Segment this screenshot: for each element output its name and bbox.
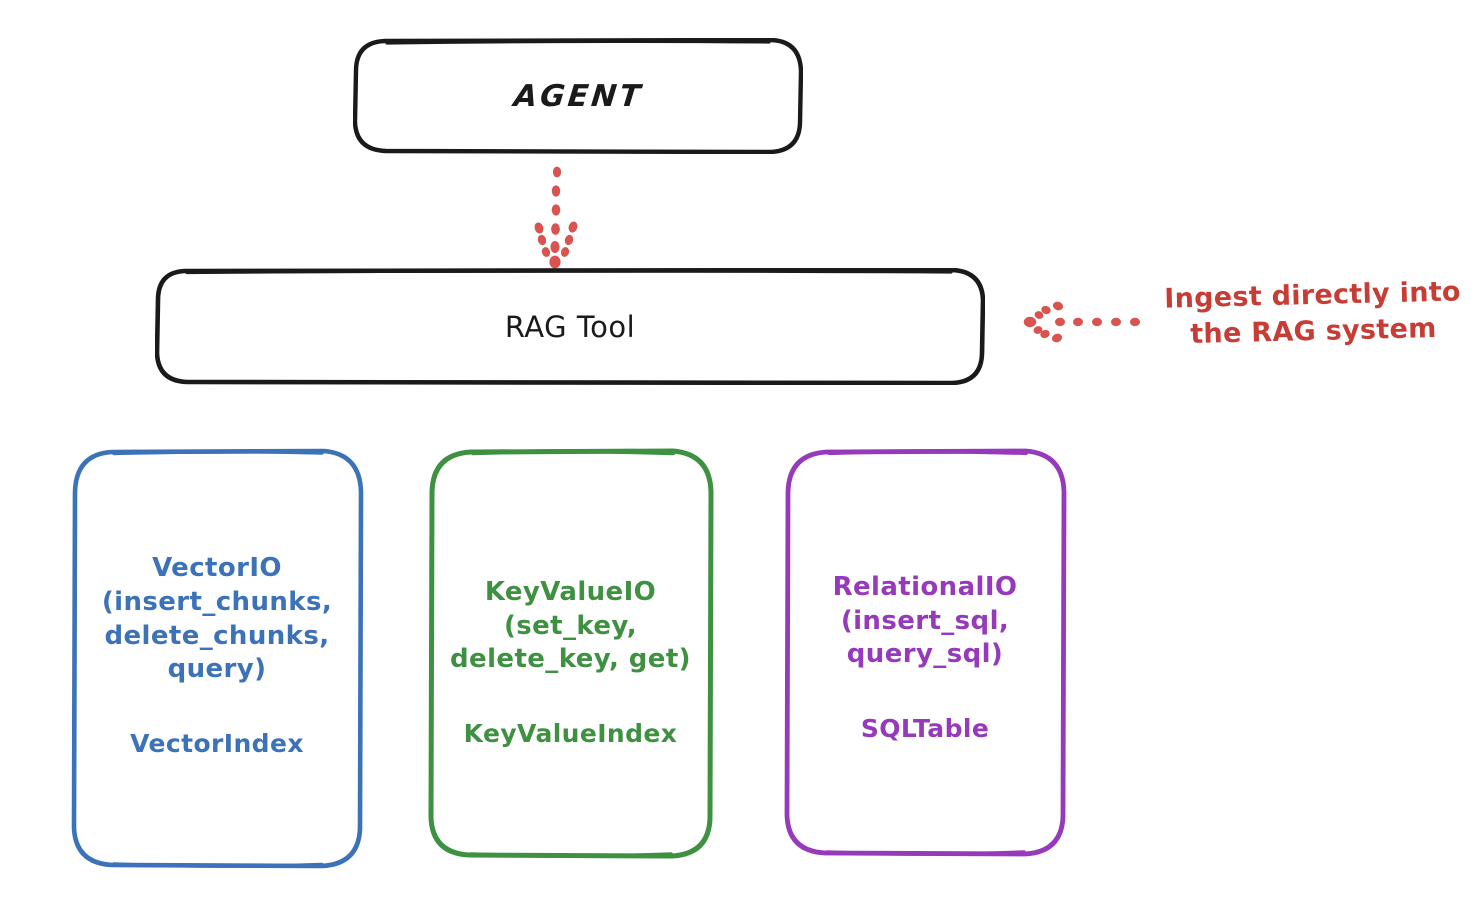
ingest-annotation-label: Ingest directly into the RAG system bbox=[1163, 276, 1462, 350]
key-value-io-api-label: KeyValueIO (set_key, delete_key, get) bbox=[450, 576, 691, 675]
edge-agent-to-rag-tool bbox=[534, 166, 578, 269]
rag-tool-label: RAG Tool bbox=[504, 309, 636, 344]
relational-io-api-label: RelationalIO (insert_sql, query_sql) bbox=[832, 571, 1018, 670]
node-relational-io[interactable]: RelationalIO (insert_sql, query_sql) SQL… bbox=[783, 448, 1067, 858]
key-value-io-index-label: KeyValueIndex bbox=[463, 719, 678, 749]
vector-io-api-label: VectorIO (insert_chunks, delete_chunks, … bbox=[101, 552, 333, 685]
node-vector-io[interactable]: VectorIO (insert_chunks, delete_chunks, … bbox=[70, 448, 364, 870]
relational-io-index-label: SQLTable bbox=[860, 714, 990, 744]
node-agent[interactable]: AGENT bbox=[353, 38, 803, 154]
node-rag-tool[interactable]: RAG Tool bbox=[155, 268, 985, 385]
edge-ingest-to-rag-tool bbox=[1023, 301, 1140, 343]
node-key-value-io[interactable]: KeyValueIO (set_key, delete_key, get) Ke… bbox=[427, 448, 714, 860]
vector-io-index-label: VectorIndex bbox=[130, 729, 304, 759]
agent-label: AGENT bbox=[511, 78, 645, 114]
